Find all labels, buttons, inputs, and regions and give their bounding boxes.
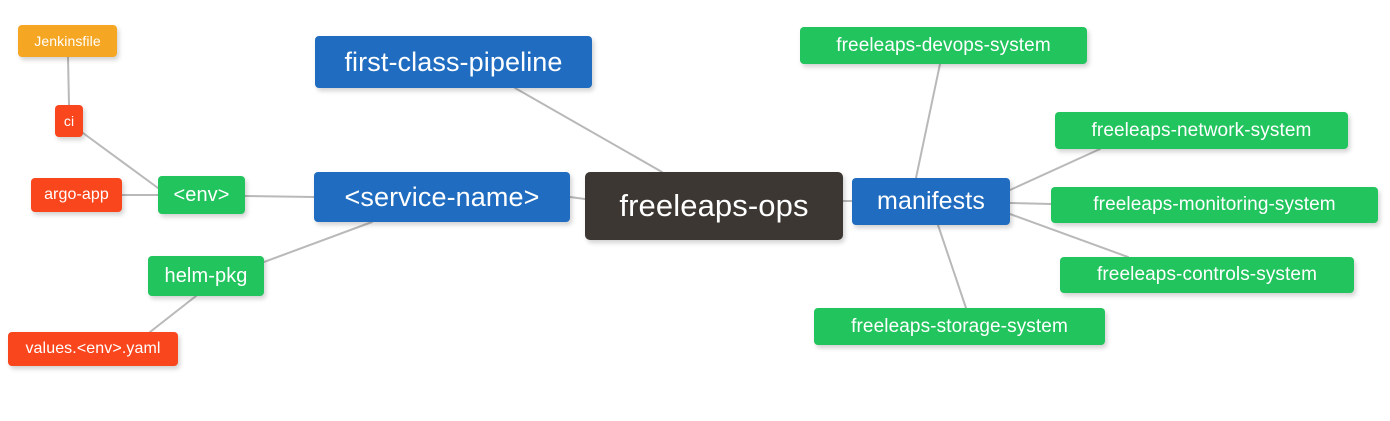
node-argo-app-label: argo-app <box>44 186 109 203</box>
edge-manifests-storage <box>937 224 967 309</box>
node-manifests[interactable]: manifests <box>852 178 1010 225</box>
node-service-name-label: <service-name> <box>344 181 540 212</box>
node-freeleaps-network-system-label: freeleaps-network-system <box>1091 119 1312 141</box>
node-values-yaml-label: values.<env>.yaml <box>25 340 161 357</box>
node-argo-app[interactable]: argo-app <box>31 178 122 212</box>
edge-pipeline-root <box>514 87 663 173</box>
edge-valuesyaml-helmpkg <box>149 295 197 333</box>
node-freeleaps-monitoring-system-label: freeleaps-monitoring-system <box>1093 194 1336 215</box>
edge-servicename-root <box>569 196 586 200</box>
node-freeleaps-storage-system-label: freeleaps-storage-system <box>851 315 1068 337</box>
edge-jenkinsfile-ci <box>67 56 70 106</box>
edge-manifests-network <box>1009 148 1101 191</box>
edge-helmpkg-servicename <box>263 221 373 263</box>
node-ci-label: ci <box>63 113 75 129</box>
node-ci[interactable]: ci <box>55 105 83 137</box>
edge-env-servicename <box>244 195 315 198</box>
node-freeleaps-storage-system[interactable]: freeleaps-storage-system <box>814 308 1105 345</box>
node-freeleaps-monitoring-system[interactable]: freeleaps-monitoring-system <box>1051 187 1378 223</box>
node-manifests-label: manifests <box>877 187 985 215</box>
node-freeleaps-ops[interactable]: freeleaps-ops <box>585 172 843 240</box>
node-freeleaps-devops-system-label: freeleaps-devops-system <box>836 34 1051 56</box>
node-first-class-pipeline-label: first-class-pipeline <box>344 46 563 77</box>
node-freeleaps-controls-system-label: freeleaps-controls-system <box>1096 264 1318 285</box>
node-values-yaml[interactable]: values.<env>.yaml <box>8 332 178 366</box>
node-helm-pkg[interactable]: helm-pkg <box>148 256 264 296</box>
edge-manifests-monitoring <box>1009 202 1052 205</box>
node-freeleaps-devops-system[interactable]: freeleaps-devops-system <box>800 27 1087 64</box>
node-service-name[interactable]: <service-name> <box>314 172 570 222</box>
node-freeleaps-network-system[interactable]: freeleaps-network-system <box>1055 112 1348 149</box>
edge-manifests-devops <box>915 63 941 179</box>
node-freeleaps-controls-system[interactable]: freeleaps-controls-system <box>1060 257 1354 293</box>
node-freeleaps-ops-label: freeleaps-ops <box>619 188 809 223</box>
node-jenkinsfile[interactable]: Jenkinsfile <box>18 25 117 57</box>
node-env-label: <env> <box>173 183 230 206</box>
node-env[interactable]: <env> <box>158 176 245 214</box>
node-jenkinsfile-label: Jenkinsfile <box>34 33 101 49</box>
node-helm-pkg-label: helm-pkg <box>164 264 248 287</box>
node-first-class-pipeline[interactable]: first-class-pipeline <box>315 36 592 88</box>
